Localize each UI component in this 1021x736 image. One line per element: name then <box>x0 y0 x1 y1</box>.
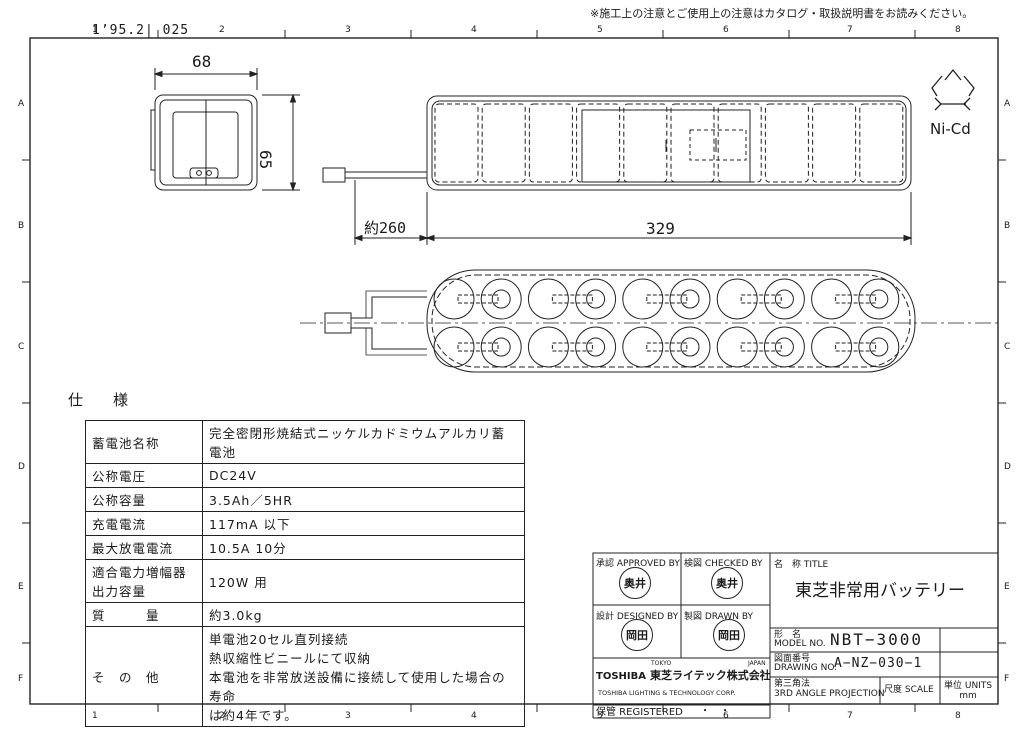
grid-row-label: D <box>1004 462 1011 472</box>
spec-row: 蓄電池名称完全密閉形焼結式ニッケルカドミウムアルカリ蓄電池 <box>85 420 525 464</box>
spec-row: 質 量約3.0kg <box>85 602 525 627</box>
designed-stamp-text: 岡田 <box>626 629 648 642</box>
approved-stamp: 奥井 <box>619 567 651 599</box>
model-value: NBT−3000 <box>830 630 924 649</box>
spec-value: 117mA 以下 <box>202 511 525 536</box>
company-japan: JAPAN <box>748 660 766 667</box>
name-label: 名 称 TITLE <box>774 560 829 570</box>
grid-column-label: 6 <box>723 711 729 721</box>
checked-stamp-text: 奥井 <box>716 577 738 590</box>
spec-key: 適合電力増幅器 出力容量 <box>85 559 203 603</box>
grid-row-label: A <box>1004 99 1011 109</box>
designed-label: 設計 DESIGNED BY <box>596 612 679 622</box>
projection-label: 第三角法 3RD ANGLE PROJECTION <box>774 679 885 699</box>
registered-dots: ・ ・ <box>700 706 730 717</box>
drawn-label: 製図 DRAWN BY <box>684 612 754 622</box>
spec-key: 充電電流 <box>85 511 203 536</box>
spec-title: 仕 様 <box>68 391 129 409</box>
checked-stamp: 奥井 <box>711 567 743 599</box>
company-en: TOSHIBA LIGHTING & TECHNOLOGY CORP. <box>598 689 736 697</box>
spec-value: 3.5Ah／5HR <box>202 487 525 512</box>
header-note: ※施工上の注意とご使用上の注意はカタログ・取扱説明書をお読みください。 <box>590 7 974 20</box>
grid-row-label: B <box>1004 221 1011 231</box>
grid-column-label: 5 <box>597 711 603 721</box>
grid-column-label: 6 <box>723 25 729 35</box>
grid-column-label: 5 <box>597 25 603 35</box>
spec-value: 完全密閉形焼結式ニッケルカドミウムアルカリ蓄電池 <box>202 420 525 464</box>
company-brand: TOSHIBA <box>596 671 646 682</box>
spec-value: 120W 用 <box>202 559 525 603</box>
spec-key: 蓄電池名称 <box>85 420 203 464</box>
grid-row-label: C <box>1004 342 1011 352</box>
units-label: 単位 UNITS mm <box>944 681 993 701</box>
grid-row-label: F <box>1004 674 1010 684</box>
bottom-view <box>300 269 1000 373</box>
side-view <box>150 68 300 192</box>
dimension-height: 65 <box>256 150 275 170</box>
stamp-date: 1’95.2| 025 <box>92 23 190 38</box>
nicd-label: Ni-Cd <box>930 120 971 138</box>
spec-key: 公称電圧 <box>85 463 203 488</box>
registered-label: 保管 REGISTERED <box>596 707 683 718</box>
grid-column-label: 2 <box>219 25 225 35</box>
drawn-stamp: 岡田 <box>713 619 745 651</box>
title-block-lines <box>592 552 999 719</box>
company-tokyo: TOKYO <box>651 660 672 667</box>
scale-label: 尺度 SCALE <box>884 685 934 695</box>
spec-value: 10.5A 10分 <box>202 535 525 560</box>
name-value: 東芝非常用バッテリー <box>795 581 965 601</box>
spec-key: 公称容量 <box>85 487 203 512</box>
drawing-label: 図面番号 DRAWING NO. <box>774 654 837 674</box>
grid-row-label: E <box>1004 582 1010 592</box>
grid-column-label: 7 <box>847 25 853 35</box>
grid-column-label: 4 <box>471 25 477 35</box>
spec-key: 最大放電電流 <box>85 535 203 560</box>
drawing-value: A−NZ−030−1 <box>834 656 923 671</box>
grid-row-label: D <box>18 462 25 472</box>
company-jp: 東芝ライテック株式会社 <box>650 669 771 682</box>
spec-key: 質 量 <box>85 602 203 627</box>
grid-row-label: A <box>18 99 25 109</box>
dimension-width: 68 <box>192 52 212 71</box>
spec-key: そ の 他 <box>85 626 203 727</box>
grid-column-label: 8 <box>955 711 961 721</box>
grid-column-label: 1 <box>92 25 98 35</box>
grid-row-label: E <box>18 582 24 592</box>
grid-row-label: F <box>18 674 24 684</box>
spec-value: DC24V <box>202 463 525 488</box>
spec-value: 約3.0kg <box>202 602 525 627</box>
drawn-stamp-text: 岡田 <box>718 629 740 642</box>
dimension-cable: 約260 <box>364 219 407 237</box>
grid-column-label: 3 <box>345 25 351 35</box>
grid-column-label: 8 <box>955 25 961 35</box>
designed-stamp: 岡田 <box>621 619 653 651</box>
spec-value: 単電池20セル直列接続 熱収縮性ビニールにて収納 本電池を非常放送設備に接続して… <box>202 626 525 727</box>
grid-row-label: C <box>18 342 25 352</box>
recycle-icon <box>931 68 975 111</box>
grid-column-label: 7 <box>847 711 853 721</box>
checked-label: 検図 CHECKED BY <box>684 559 763 569</box>
grid-row-label: B <box>18 221 25 231</box>
dimension-length: 329 <box>646 219 675 238</box>
model-label: 形 名 MODEL NO. <box>774 630 826 650</box>
approved-label: 承認 APPROVED BY <box>596 559 680 569</box>
spec-row: そ の 他単電池20セル直列接続 熱収縮性ビニールにて収納 本電池を非常放送設備… <box>85 626 525 727</box>
approved-stamp-text: 奥井 <box>624 577 646 590</box>
front-view <box>322 95 913 245</box>
